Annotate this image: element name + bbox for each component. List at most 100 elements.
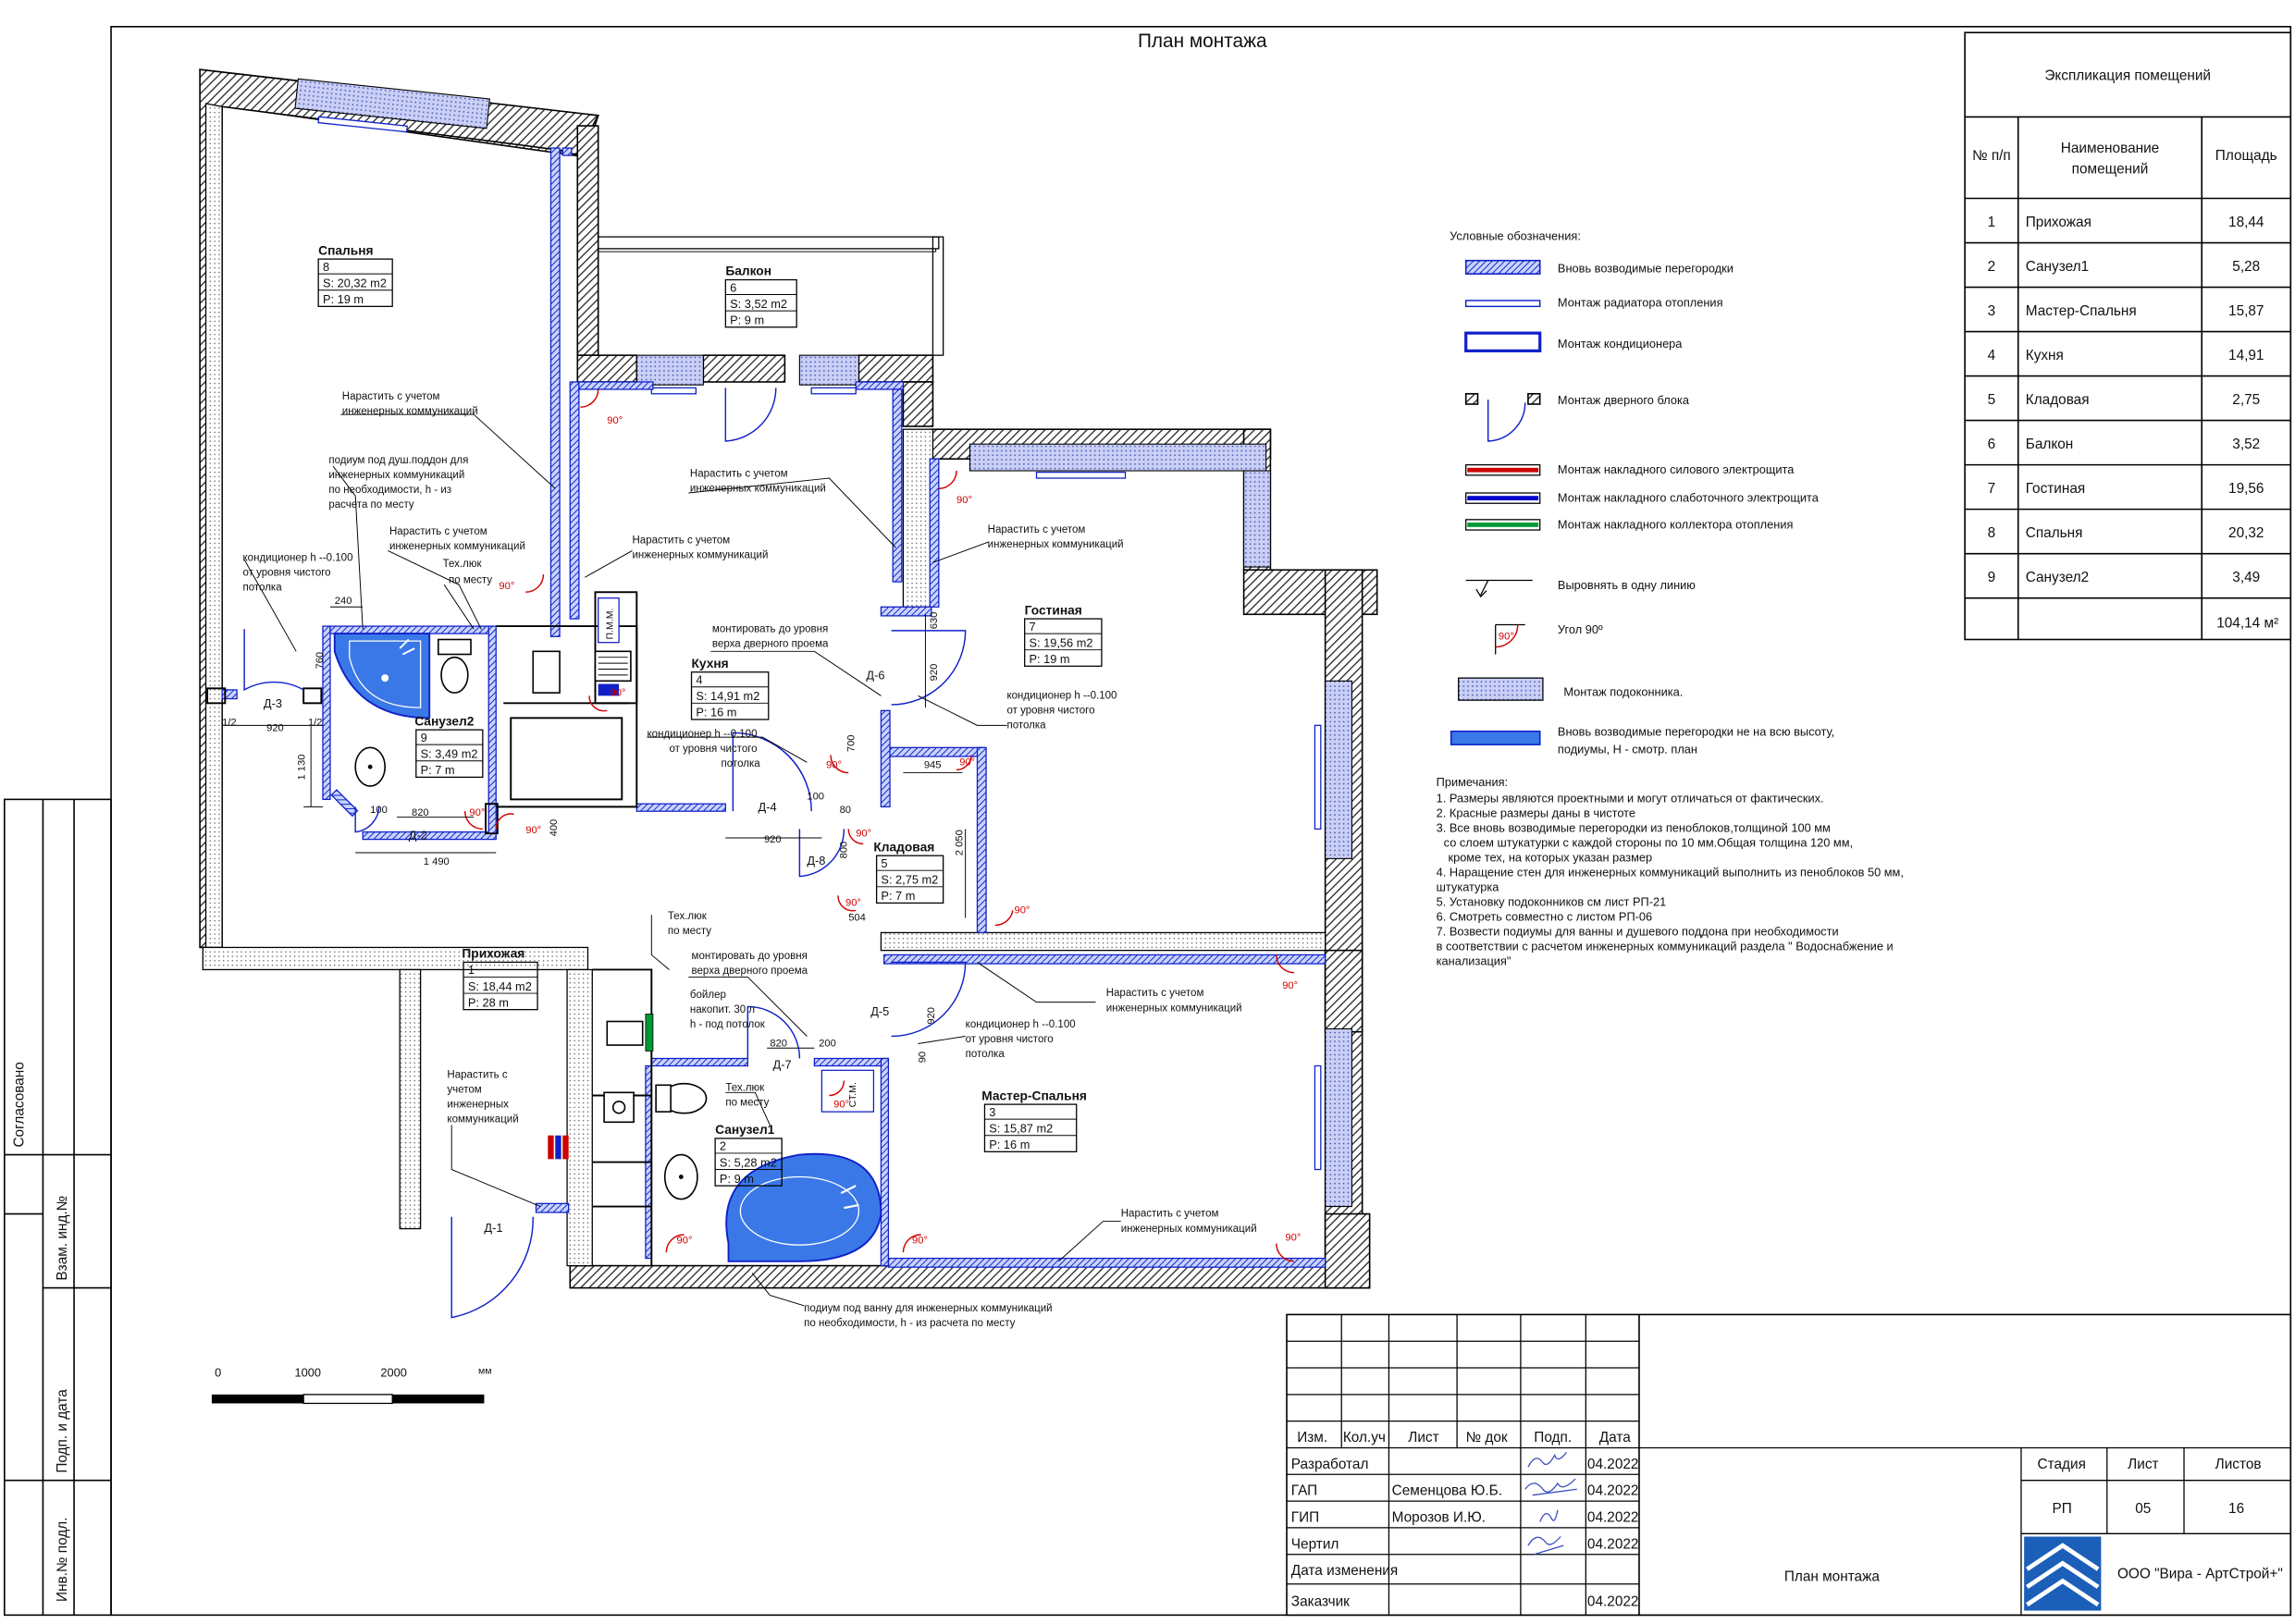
svg-text:S: 15,87 m2: S: 15,87 m2 <box>989 1122 1053 1136</box>
svg-text:потолка: потолка <box>966 1049 1006 1060</box>
svg-text:1: 1 <box>468 963 475 977</box>
legend-door-icon <box>1464 392 1541 442</box>
annotations: Нарастить с учетом инженерных коммуникац… <box>243 391 1257 1329</box>
svg-text:Нарастить с учетом: Нарастить с учетом <box>633 535 731 546</box>
explication-name: Спальня <box>2026 525 2083 541</box>
room-label-sanuzel2: Санузел2 9 S: 3,49 m2 P: 7 m <box>414 714 484 779</box>
explication-name: Мастер-Спальня <box>2026 303 2137 319</box>
svg-text:9: 9 <box>421 731 427 744</box>
svg-text:Подп.: Подп. <box>1534 1430 1572 1446</box>
svg-text:Стадия: Стадия <box>2038 1457 2086 1472</box>
explication-area: 2,75 <box>2232 392 2260 408</box>
explication-num: 8 <box>1988 525 1996 541</box>
svg-text:Вновь возводимые перегородки н: Вновь возводимые перегородки не на всю в… <box>1558 725 1834 739</box>
svg-text:1. Размеры являются проектными: 1. Размеры являются проектными и могут о… <box>1437 792 1824 806</box>
svg-text:S: 2,75 m2: S: 2,75 m2 <box>881 873 938 887</box>
svg-text:расчета по месту: расчета по месту <box>328 499 414 511</box>
svg-text:Монтаж дверного блока: Монтаж дверного блока <box>1558 393 1690 407</box>
svg-text:кроме тех, на которых указан р: кроме тех, на которых указан размер <box>1448 851 1652 865</box>
explication-area: 19,56 <box>2228 481 2264 497</box>
svg-text:Д-1: Д-1 <box>484 1221 502 1235</box>
svg-text:6. Смотреть совместно с листом: 6. Смотреть совместно с листом РП-06 <box>1437 910 1652 924</box>
svg-text:Нарастить с учетом: Нарастить с учетом <box>389 526 487 537</box>
svg-text:Д-4: Д-4 <box>759 800 777 814</box>
svg-text:S: 3,49 m2: S: 3,49 m2 <box>421 747 478 761</box>
svg-text:Кол.уч: Кол.уч <box>1343 1430 1386 1446</box>
svg-text:Нарастить с учетом: Нарастить с учетом <box>988 524 1086 535</box>
tb-role: ГАП <box>1291 1483 1317 1499</box>
scale-bar: 0 1000 2000 мм <box>211 1365 492 1405</box>
drain-icon <box>381 674 389 683</box>
svg-text:90°: 90° <box>959 757 975 769</box>
svg-text:100: 100 <box>807 791 824 802</box>
tb-role: Чертил <box>1291 1536 1339 1552</box>
angle-labels: 90° 90° 90° 90° 90° 90° 90° 90° 90° 90° … <box>469 415 1301 1247</box>
svg-text:Санузел1: Санузел1 <box>715 1123 775 1137</box>
svg-text:штукатурка: штукатурка <box>1437 880 1500 894</box>
svg-text:Листов: Листов <box>2215 1457 2262 1472</box>
agreed-label: Согласовано <box>12 1062 28 1147</box>
svg-text:помещений: помещений <box>2072 161 2149 177</box>
svg-text:90°: 90° <box>607 415 623 426</box>
explication-name: Санузел1 <box>2026 259 2089 275</box>
explication-num: 5 <box>1988 392 1996 408</box>
svg-text:Мастер-Спальня: Мастер-Спальня <box>981 1089 1087 1102</box>
svg-text:0: 0 <box>215 1366 221 1380</box>
legend-angle-icon: 90° <box>1495 623 1525 655</box>
tb-role: ГИП <box>1291 1510 1319 1526</box>
svg-text:Д-2: Д-2 <box>409 829 427 843</box>
explication-num: 9 <box>1988 570 1996 585</box>
svg-text:по месту: по месту <box>725 1098 769 1109</box>
bathroom2-fixtures: П.М.М. <box>333 597 632 787</box>
explication-area: 18,44 <box>2228 215 2264 230</box>
svg-text:инженерных коммуникаций: инженерных коммуникаций <box>690 483 826 494</box>
svg-text:2 050: 2 050 <box>954 830 965 855</box>
svg-text:Условные обозначения:: Условные обозначения: <box>1450 228 1581 242</box>
pmm-label: П.М.М. <box>605 609 616 640</box>
legend: Условные обозначения: Вновь возводимые п… <box>1450 228 1834 756</box>
svg-text:90°: 90° <box>677 1236 693 1247</box>
svg-text:3. Все вновь возводимые перего: 3. Все вновь возводимые перегородки из п… <box>1437 821 1831 835</box>
svg-text:P: 7 m: P: 7 m <box>881 889 915 903</box>
floor-plan: П.М.М. СТ.М. <box>199 68 1378 1329</box>
bathroom1-fixtures: СТ.М. <box>548 1014 882 1262</box>
svg-text:Нарастить с: Нарастить с <box>447 1069 507 1080</box>
legend-align-icon <box>1465 579 1533 598</box>
explication-num: 6 <box>1988 437 1996 452</box>
svg-text:1000: 1000 <box>295 1366 321 1380</box>
explication-area: 3,52 <box>2232 437 2260 452</box>
sheet-title: План монтажа <box>1784 1569 1881 1585</box>
svg-text:по необходимости, h - из: по необходимости, h - из <box>328 485 451 496</box>
svg-text:Угол 90º: Угол 90º <box>1558 622 1603 636</box>
svg-text:820: 820 <box>412 807 429 818</box>
svg-text:90°: 90° <box>856 828 871 839</box>
svg-text:2: 2 <box>720 1139 726 1153</box>
svg-text:90°: 90° <box>1014 905 1030 917</box>
svg-text:потолка: потолка <box>243 583 283 594</box>
dimensions <box>222 606 967 1049</box>
tb-role: Разработал <box>1291 1457 1369 1472</box>
replace-inv-label: Взам. инд.№ <box>55 1196 70 1281</box>
company-name: ООО "Вира - АртСтрой+" <box>2117 1566 2283 1581</box>
svg-text:S: 5,28 m2: S: 5,28 m2 <box>720 1155 777 1169</box>
svg-text:потолка: потолка <box>1006 720 1046 732</box>
dimension-labels: 240 760 920 1/2 1/2 1 130 100 820 400 1 … <box>222 596 965 1063</box>
svg-text:инженерных коммуникаций: инженерных коммуникаций <box>389 541 525 552</box>
tb-date: 04.2022 <box>1587 1457 1639 1472</box>
svg-text:920: 920 <box>266 723 284 734</box>
legend-low-partition-icon <box>1450 730 1541 745</box>
room-label-kuhnya: Кухня 4 S: 14,91 m2 P: 16 m <box>690 657 770 720</box>
boiler-icon <box>645 1014 654 1052</box>
svg-text:Нарастить с учетом: Нарастить с учетом <box>1121 1209 1219 1220</box>
svg-text:90°: 90° <box>845 898 861 909</box>
power-panel-icon <box>548 1135 569 1160</box>
svg-text:Тех.люк: Тех.люк <box>443 559 483 570</box>
svg-text:накопит. 30 л: накопит. 30 л <box>690 1004 755 1015</box>
svg-text:по месту: по месту <box>668 926 711 937</box>
svg-text:5: 5 <box>881 856 887 870</box>
svg-text:Примечания:: Примечания: <box>1437 775 1508 789</box>
svg-text:P: 19 m: P: 19 m <box>323 292 364 306</box>
svg-text:Дата: Дата <box>1599 1430 1631 1446</box>
svg-text:800: 800 <box>839 842 850 859</box>
svg-text:700: 700 <box>846 734 858 752</box>
